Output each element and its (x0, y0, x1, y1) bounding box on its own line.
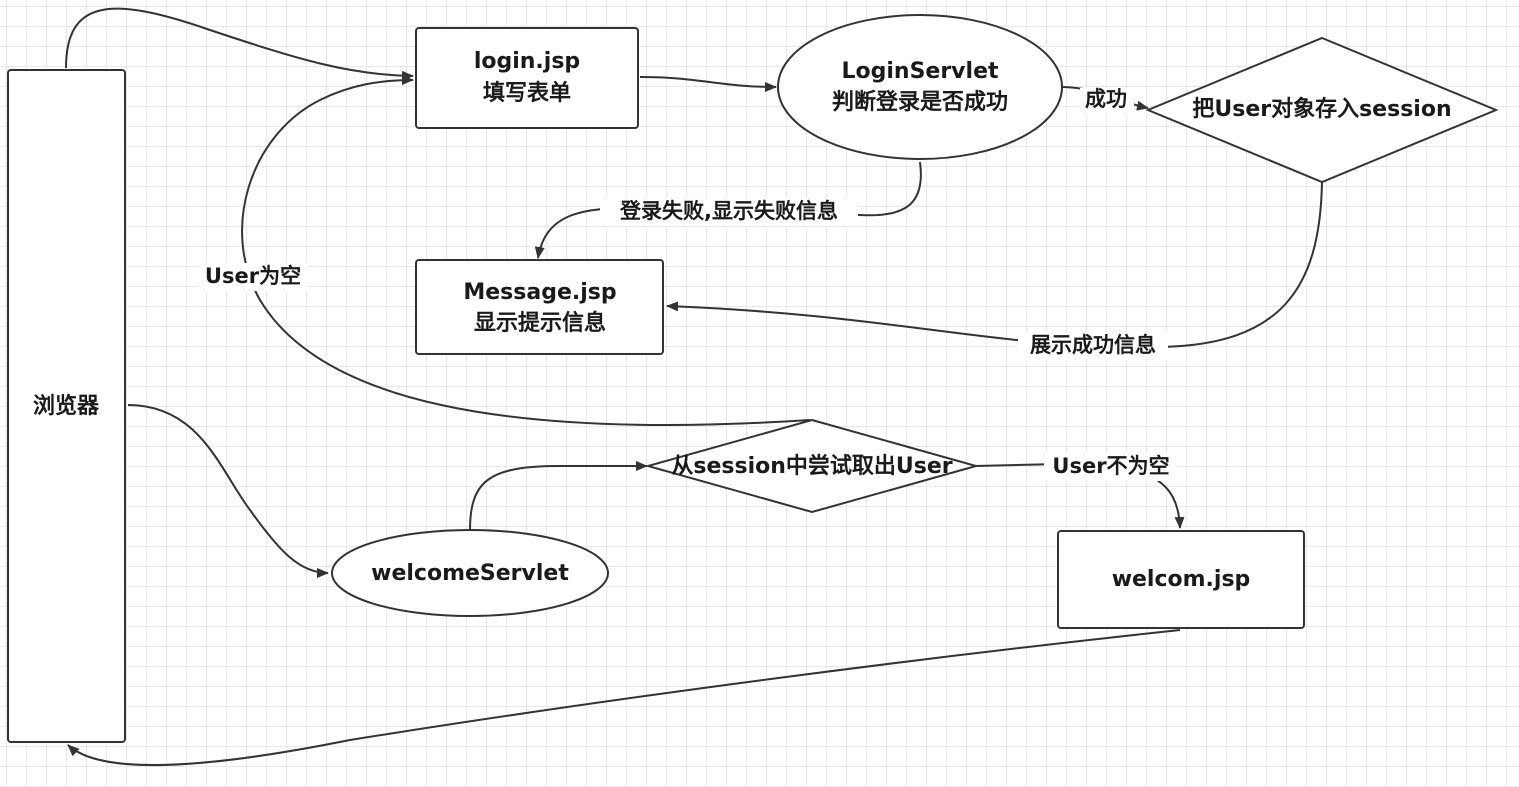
welcome-servlet-label: welcomeServlet (371, 561, 569, 586)
success-label-bg (1080, 88, 1134, 114)
edge-welcomjsp-to-browser (67, 629, 1181, 767)
user-not-null-label-bg (1044, 453, 1178, 481)
welcome-servlet-ellipse (331, 529, 609, 617)
edge-label-show-success: 展示成功信息 (1030, 333, 1156, 357)
store-session-diamond (1145, 36, 1499, 184)
store-session-label: 把User对象存入session (1192, 96, 1451, 122)
edge-browser-to-welcomeservlet (127, 404, 329, 578)
user-null-label-bg (198, 263, 308, 291)
login-fail-label-bg (600, 198, 858, 226)
session-check-diamond (644, 418, 980, 514)
login-jsp-subtitle: 填写表单 (483, 81, 571, 106)
edge-sessioncheck-to-login (241, 75, 811, 426)
message-jsp-subtitle: 显示提示信息 (474, 310, 606, 336)
login-servlet-title: LoginServlet (841, 59, 999, 84)
browser-label: 浏览器 (33, 393, 100, 419)
edge-label-user-not-null: User不为空 (1052, 454, 1169, 478)
browser-box (7, 69, 126, 743)
login-servlet-subtitle: 判断登录是否成功 (832, 89, 1008, 115)
edge-label-success: 成功 (1085, 87, 1127, 111)
show-success-label-bg (1018, 332, 1168, 360)
login-servlet-ellipse (777, 14, 1063, 160)
edge-browser-to-login (65, 7, 414, 81)
session-check-label: 从session中尝试取出User (671, 453, 952, 479)
edge-login-to-servlet (639, 76, 777, 92)
login-jsp-box (415, 27, 639, 129)
welcom-jsp-label: welcom.jsp (1112, 567, 1251, 592)
message-jsp-box (415, 259, 664, 355)
edge-label-login-fail: 登录失败,显示失败信息 (619, 199, 838, 223)
login-jsp-title: login.jsp (474, 49, 580, 74)
edge-welcomeservlet-to-sessioncheck (469, 461, 648, 531)
welcom-jsp-box (1057, 530, 1305, 629)
edge-label-user-null: User为空 (205, 264, 301, 288)
message-jsp-title: Message.jsp (463, 280, 616, 305)
